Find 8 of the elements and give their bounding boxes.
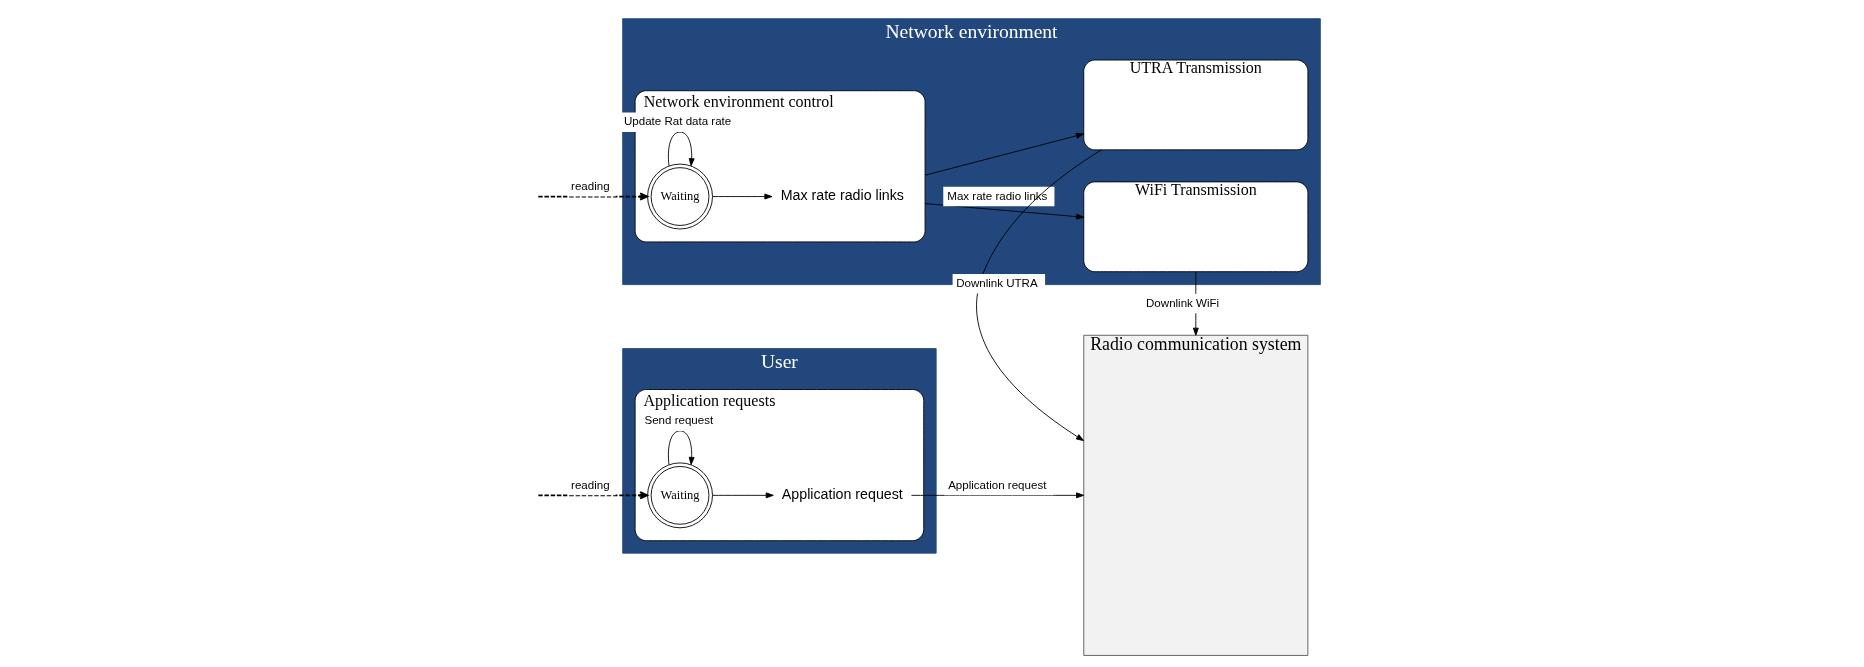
edge-label: reading	[570, 179, 610, 192]
edge-label: Send request	[643, 414, 713, 427]
edge-label: Downlink WiFi	[1145, 296, 1219, 309]
edge-label: Downlink UTRA	[955, 276, 1038, 289]
edge-label: Application request	[947, 478, 1046, 491]
node-text: Max rate radio links	[780, 186, 904, 203]
node-text: Application request	[781, 485, 903, 502]
edge-label: reading	[570, 478, 610, 491]
